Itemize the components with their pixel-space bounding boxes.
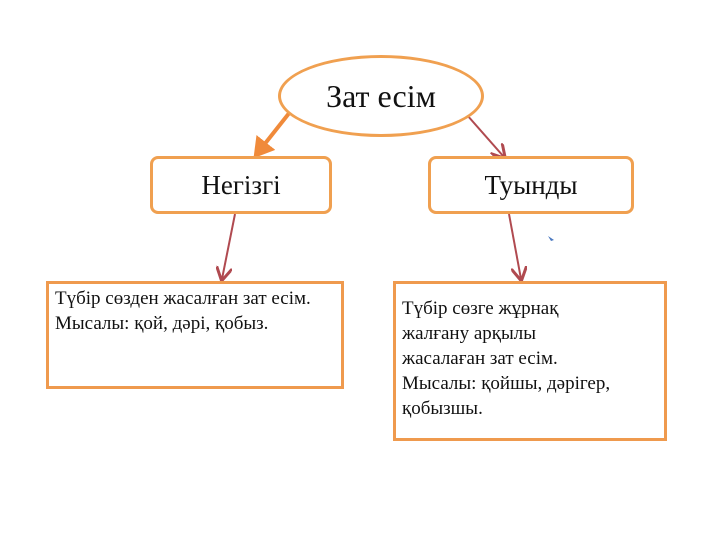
arrow-root-to-negizgi bbox=[253, 110, 292, 159]
tuyndy-description: Түбір сөзге жұрнақ жалғану арқылы жасала… bbox=[393, 281, 667, 441]
arrow-tuyndy-to-desc bbox=[508, 213, 521, 279]
arrow-root-to-tuyndy bbox=[466, 114, 504, 157]
root-node: Зат есім bbox=[278, 55, 484, 137]
negizgi-node: Негізгі bbox=[150, 156, 332, 214]
root-label: Зат есім bbox=[326, 77, 436, 114]
tuyndy-label: Туынды bbox=[484, 169, 578, 200]
negizgi-description: Түбір сөзден жасалған зат есім. Мысалы: … bbox=[46, 281, 344, 389]
arrow-negizgi-to-desc bbox=[222, 213, 236, 279]
cursor-icon bbox=[548, 236, 554, 241]
negizgi-label: Негізгі bbox=[201, 169, 281, 200]
tuyndy-node: Туынды bbox=[428, 156, 634, 214]
